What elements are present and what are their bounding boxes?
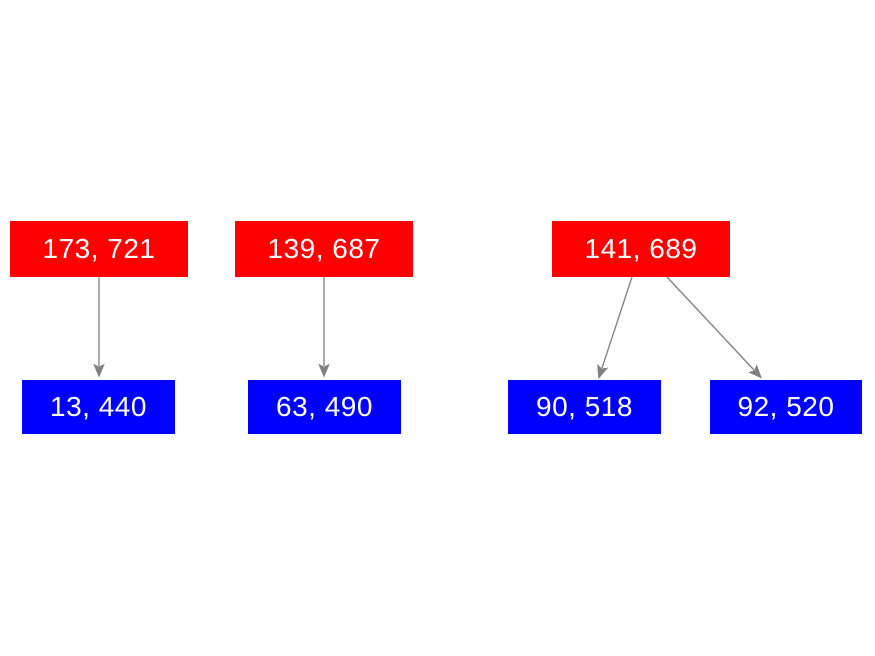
node-label: 90, 518 xyxy=(536,391,633,422)
tree-node-child-2: 63, 490 xyxy=(248,380,401,434)
node-label: 141, 689 xyxy=(584,233,698,264)
node-label: 139, 687 xyxy=(267,233,381,264)
edge-arrow-p3-c3 xyxy=(597,276,633,380)
node-label: 63, 490 xyxy=(276,391,373,422)
tree-node-parent-1: 173, 721 xyxy=(10,221,188,277)
tree-node-child-3: 90, 518 xyxy=(508,380,661,434)
node-label: 173, 721 xyxy=(42,233,156,264)
node-label: 92, 520 xyxy=(737,391,835,422)
tree-node-parent-2: 139, 687 xyxy=(235,221,413,277)
node-label: 13, 440 xyxy=(50,391,147,422)
tree-node-child-1: 13, 440 xyxy=(22,380,175,434)
tree-node-child-4: 92, 520 xyxy=(710,380,862,434)
edge-arrow-p3-c4 xyxy=(666,276,762,379)
tree-node-parent-3: 141, 689 xyxy=(552,221,730,277)
